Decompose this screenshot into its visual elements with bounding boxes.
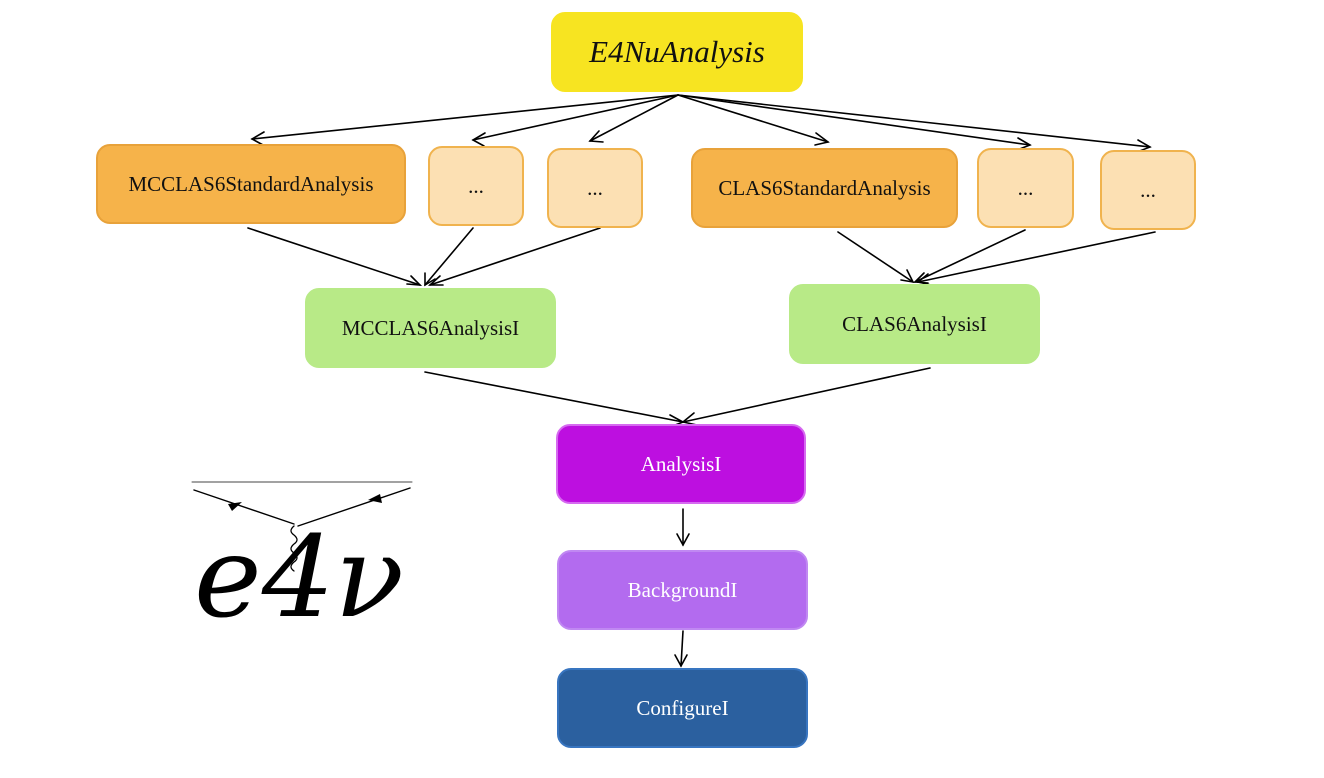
analysis-interface-label: AnalysisI [640, 451, 722, 476]
mc-placeholder-label-1: ... [468, 173, 484, 198]
mc-placeholder-label-2: ... [587, 175, 603, 200]
clas6-standard-analysis-label: CLAS6StandardAnalysis [718, 175, 931, 200]
data-placeholder-label-2: ... [1140, 177, 1156, 202]
data-placeholder-node-2[interactable]: ... [1100, 150, 1196, 230]
mc-placeholder-node-1[interactable]: ... [428, 146, 524, 226]
background-interface-label: BackgroundI [627, 577, 738, 602]
mcclas6-analysis-interface-node[interactable]: MCCLAS6AnalysisI [305, 288, 556, 368]
clas6-analysis-interface-label: CLAS6AnalysisI [842, 311, 987, 336]
mcclas6-analysis-interface-label: MCCLAS6AnalysisI [341, 315, 520, 340]
data-placeholder-node-1[interactable]: ... [977, 148, 1074, 228]
logo-text: e4ν [194, 513, 404, 628]
clas6-standard-analysis-node[interactable]: CLAS6StandardAnalysis [691, 148, 958, 228]
mcclas6-standard-analysis-label: MCCLAS6StandardAnalysis [128, 171, 374, 196]
analysis-interface-node[interactable]: AnalysisI [556, 424, 806, 504]
e4nu-analysis-node[interactable]: E4NuAnalysis [551, 12, 803, 92]
mcclas6-standard-analysis-node[interactable]: MCCLAS6StandardAnalysis [96, 144, 406, 224]
clas6-analysis-interface-node[interactable]: CLAS6AnalysisI [789, 284, 1040, 364]
configure-interface-node[interactable]: ConfigureI [557, 668, 808, 748]
background-interface-node[interactable]: BackgroundI [557, 550, 808, 630]
data-placeholder-label-1: ... [1017, 175, 1034, 200]
e4nu-analysis-label: E4NuAnalysis [589, 34, 765, 69]
e4nu-logo: e4ν [191, 481, 413, 628]
mc-placeholder-node-2[interactable]: ... [547, 148, 643, 228]
configure-interface-label: ConfigureI [636, 695, 729, 720]
